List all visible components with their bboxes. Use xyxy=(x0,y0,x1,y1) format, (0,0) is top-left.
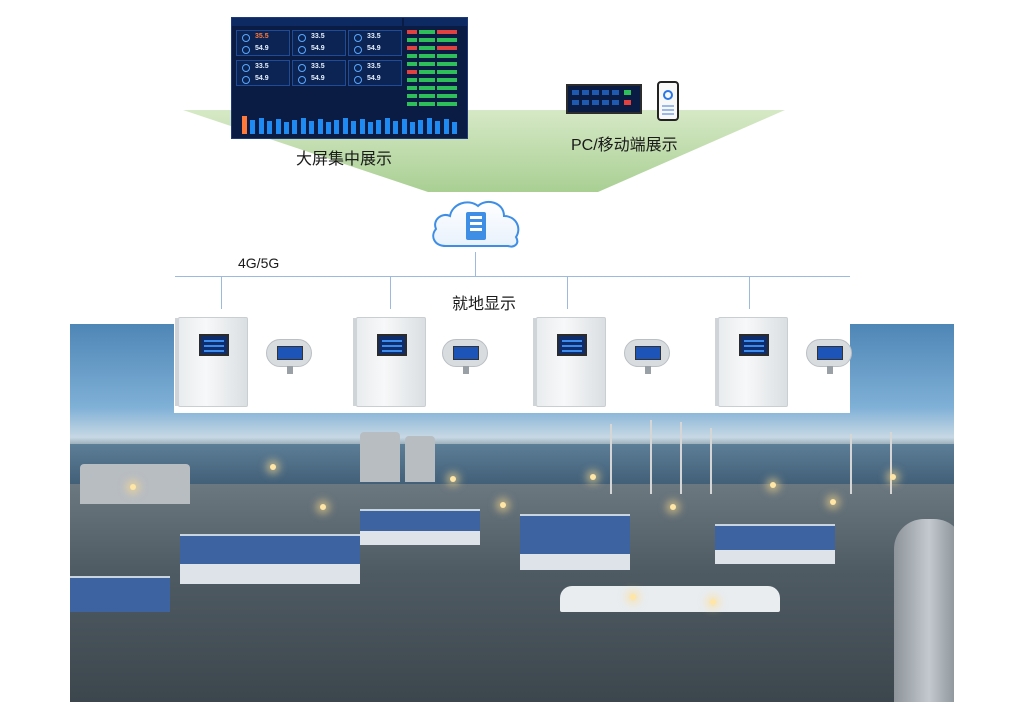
dashboard-bar xyxy=(284,122,289,134)
local-display-label: 就地显示 xyxy=(452,296,517,313)
sensor-meter xyxy=(266,339,312,374)
dashboard-bar xyxy=(368,122,373,134)
network-label: 4G/5G xyxy=(238,255,280,271)
dashboard-tile: 33.5 54.9 xyxy=(348,30,402,56)
dashboard-bar xyxy=(452,122,457,134)
cabinet-screen xyxy=(557,334,587,356)
network-bus-line xyxy=(175,276,850,277)
dashboard-bar-chart xyxy=(236,114,464,136)
dashboard-header-right xyxy=(404,18,467,26)
dashboard-bar xyxy=(292,120,298,134)
display-funnel xyxy=(183,110,785,192)
dashboard-tile: 33.5 54.9 xyxy=(292,60,346,86)
dashboard-bar xyxy=(426,118,432,134)
dashboard-bar xyxy=(401,119,407,134)
dashboard-bar xyxy=(393,121,399,134)
big-screen-dashboard: 35.5 54.9 33.5 54.9 33.5 54.9 33.5 54.9 … xyxy=(231,17,468,139)
dashboard-bar xyxy=(317,119,323,134)
monitor-cabinet xyxy=(533,317,606,407)
monitor-cabinet xyxy=(715,317,788,407)
local-device-strip xyxy=(174,309,852,413)
dashboard-bar xyxy=(258,118,264,134)
dashboard-tile: 33.5 54.9 xyxy=(348,60,402,86)
dashboard-bar xyxy=(300,118,306,134)
dashboard-header xyxy=(232,18,402,26)
cloud-link-line xyxy=(475,252,476,276)
monitor-cabinet xyxy=(353,317,426,407)
gauge-icon xyxy=(663,90,673,100)
dashboard-bar xyxy=(384,118,390,134)
cabinet-screen xyxy=(199,334,229,356)
dashboard-bar xyxy=(376,120,382,134)
device-link-line xyxy=(221,276,222,310)
device-link-line xyxy=(749,276,750,310)
cabinet-screen xyxy=(739,334,769,356)
sensor-meter xyxy=(442,339,488,374)
dashboard-bar xyxy=(342,118,348,134)
dashboard-bar xyxy=(242,116,247,134)
monitor-cabinet xyxy=(175,317,248,407)
dashboard-bar xyxy=(267,121,273,134)
dashboard-bar xyxy=(326,122,331,134)
pc-screen xyxy=(566,84,642,114)
mobile-phone xyxy=(657,81,679,121)
dashboard-tile: 35.5 54.9 xyxy=(236,30,290,56)
dashboard-tile: 33.5 54.9 xyxy=(292,30,346,56)
cloud-server-icon xyxy=(432,200,520,248)
dashboard-bar xyxy=(309,121,315,134)
sensor-meter xyxy=(806,339,852,374)
dashboard-alarm-list xyxy=(407,30,465,112)
big-screen-label: 大屏集中展示 xyxy=(296,151,393,168)
device-link-line xyxy=(390,276,391,310)
cabinet-screen xyxy=(377,334,407,356)
sensor-meter xyxy=(624,339,670,374)
dashboard-bar xyxy=(435,121,441,134)
dashboard-bar xyxy=(418,120,424,134)
dashboard-bar xyxy=(275,119,281,134)
pc-mobile-label: PC/移动端展示 xyxy=(571,137,678,154)
dashboard-bar xyxy=(351,121,357,134)
dashboard-bar xyxy=(410,122,415,134)
dashboard-bar xyxy=(359,119,365,134)
dashboard-bar xyxy=(250,120,256,134)
device-link-line xyxy=(567,276,568,310)
dashboard-bar xyxy=(443,119,449,134)
dashboard-bar xyxy=(334,120,340,134)
dashboard-tile: 33.5 54.9 xyxy=(236,60,290,86)
